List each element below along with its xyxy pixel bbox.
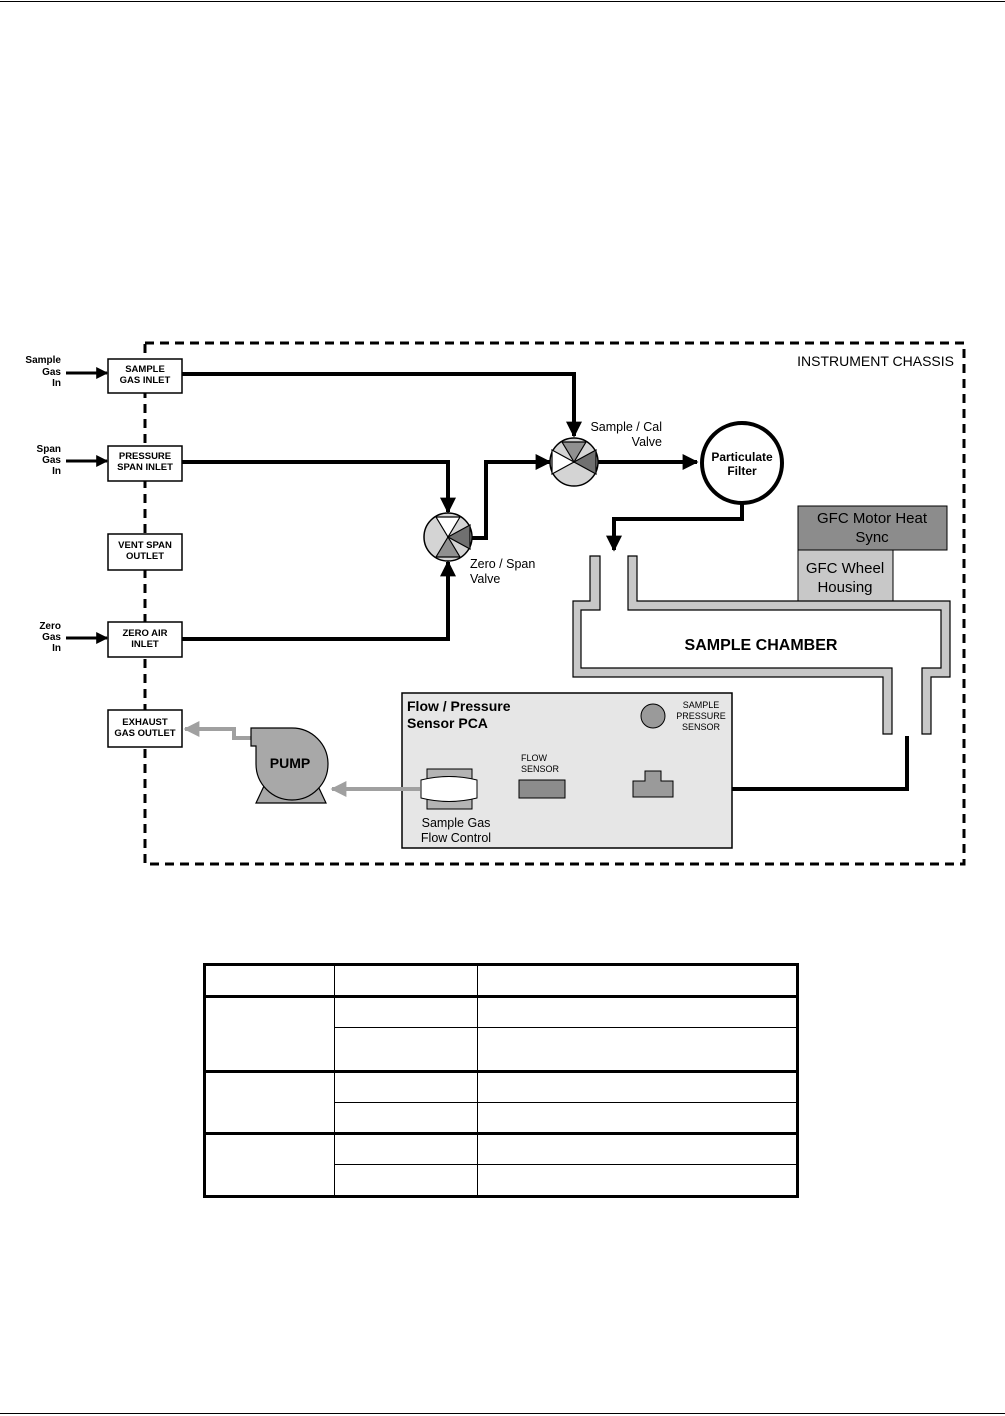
svg-text:Sample: Sample bbox=[25, 355, 61, 366]
zero-air-inlet-port: ZERO AIR INLET bbox=[107, 621, 183, 658]
svg-text:SENSOR: SENSOR bbox=[682, 722, 721, 732]
svg-text:Valve: Valve bbox=[632, 435, 662, 449]
gfc-motor-heat-sync: GFC Motor Heat Sync bbox=[797, 505, 948, 551]
table-row bbox=[205, 1164, 798, 1197]
svg-text:OUTLET: OUTLET bbox=[126, 551, 164, 562]
svg-text:Gas: Gas bbox=[42, 632, 61, 643]
sample-pressure-sensor-label: SAMPLE PRESSURE SENSOR bbox=[676, 700, 726, 732]
svg-text:GFC Motor Heat: GFC Motor Heat bbox=[817, 510, 928, 527]
svg-text:Valve: Valve bbox=[470, 572, 500, 586]
sample-pressure-sensor bbox=[640, 703, 666, 729]
svg-text:GAS INLET: GAS INLET bbox=[120, 375, 171, 386]
svg-text:In: In bbox=[52, 643, 61, 654]
svg-text:SPAN INLET: SPAN INLET bbox=[117, 462, 173, 473]
sample-cal-valve-label: Sample / Cal Valve bbox=[590, 420, 662, 449]
exhaust-gas-outlet-port: EXHAUST GAS OUTLET bbox=[107, 709, 183, 748]
svg-text:Sample Gas: Sample Gas bbox=[422, 816, 491, 830]
svg-text:Filter: Filter bbox=[727, 464, 757, 478]
table-row bbox=[204, 964, 798, 997]
pca-label: Flow / Pressure Sensor PCA bbox=[407, 698, 511, 731]
valve-state-table bbox=[203, 963, 799, 1198]
top-rule bbox=[0, 1, 1005, 2]
zero-gas-in-label: Zero Gas In bbox=[39, 621, 61, 654]
svg-text:SAMPLE: SAMPLE bbox=[125, 364, 165, 375]
pressure-span-inlet-port: PRESSURE SPAN INLET bbox=[107, 445, 183, 482]
svg-text:SENSOR: SENSOR bbox=[521, 764, 560, 774]
svg-text:Flow Control: Flow Control bbox=[421, 831, 491, 845]
svg-text:Sensor PCA: Sensor PCA bbox=[407, 715, 488, 731]
svg-text:Span: Span bbox=[37, 444, 61, 455]
chamber-outlet-line bbox=[673, 736, 909, 797]
pneumatic-flow-diagram: INSTRUMENT CHASSIS Sample Gas In Span Ga… bbox=[25, 341, 966, 866]
filter-to-chamber-line bbox=[606, 503, 744, 552]
zero-span-to-cal-line bbox=[471, 454, 552, 540]
sample-gas-flow-control-label: Sample Gas Flow Control bbox=[421, 816, 491, 845]
svg-text:In: In bbox=[52, 466, 61, 477]
sample-chamber bbox=[572, 555, 951, 735]
particulate-filter: Particulate Filter bbox=[700, 421, 784, 505]
svg-text:SAMPLE: SAMPLE bbox=[683, 700, 720, 710]
table-row bbox=[204, 1069, 798, 1135]
span-line bbox=[182, 460, 456, 514]
svg-text:INLET: INLET bbox=[131, 639, 159, 650]
svg-text:PRESSURE: PRESSURE bbox=[676, 711, 726, 721]
svg-text:Sync: Sync bbox=[855, 529, 889, 546]
svg-text:VENT SPAN: VENT SPAN bbox=[118, 540, 172, 551]
sample-gas-inlet-port: SAMPLE GAS INLET bbox=[107, 358, 183, 394]
tee-fitting bbox=[632, 770, 674, 798]
sample-chamber-label: SAMPLE CHAMBER bbox=[685, 637, 838, 654]
svg-text:Flow / Pressure: Flow / Pressure bbox=[407, 698, 511, 714]
sample-cal-valve bbox=[549, 437, 599, 487]
zero-span-valve bbox=[423, 512, 473, 562]
svg-text:Zero: Zero bbox=[39, 621, 61, 632]
pump: PUMP bbox=[250, 727, 329, 804]
svg-text:In: In bbox=[52, 378, 61, 389]
flow-sensor-label: FLOW SENSOR bbox=[521, 753, 560, 774]
svg-text:EXHAUST: EXHAUST bbox=[122, 717, 168, 728]
table-row bbox=[204, 994, 798, 1072]
bottom-rule bbox=[0, 1413, 1005, 1414]
span-gas-in-label: Span Gas In bbox=[37, 444, 62, 477]
svg-text:ZERO AIR: ZERO AIR bbox=[122, 628, 167, 639]
instrument-chassis bbox=[143, 341, 966, 866]
zero-span-valve-label: Zero / Span Valve bbox=[470, 557, 535, 586]
pump-to-exhaust-line bbox=[183, 721, 251, 740]
sample-gas-flow-control bbox=[420, 768, 478, 810]
svg-text:PRESSURE: PRESSURE bbox=[119, 451, 171, 462]
chassis-label: INSTRUMENT CHASSIS bbox=[797, 353, 954, 369]
svg-text:Housing: Housing bbox=[817, 579, 872, 596]
sample-line bbox=[182, 372, 582, 438]
svg-text:FLOW: FLOW bbox=[521, 753, 548, 763]
flow-sensor bbox=[518, 779, 566, 799]
svg-text:GFC Wheel: GFC Wheel bbox=[806, 560, 884, 577]
svg-text:Gas: Gas bbox=[42, 455, 61, 466]
svg-text:Gas: Gas bbox=[42, 367, 61, 378]
table-row bbox=[204, 1132, 798, 1197]
sample-gas-in-label: Sample Gas In bbox=[25, 355, 61, 389]
svg-text:PUMP: PUMP bbox=[270, 755, 310, 771]
svg-text:Zero / Span: Zero / Span bbox=[470, 557, 535, 571]
vent-span-outlet-port: VENT SPAN OUTLET bbox=[107, 533, 183, 571]
gfc-wheel-housing: GFC Wheel Housing bbox=[797, 549, 894, 603]
zero-line bbox=[182, 560, 456, 641]
svg-text:GAS OUTLET: GAS OUTLET bbox=[114, 728, 175, 739]
svg-text:Particulate: Particulate bbox=[711, 450, 773, 464]
svg-text:Sample / Cal: Sample / Cal bbox=[590, 420, 662, 434]
